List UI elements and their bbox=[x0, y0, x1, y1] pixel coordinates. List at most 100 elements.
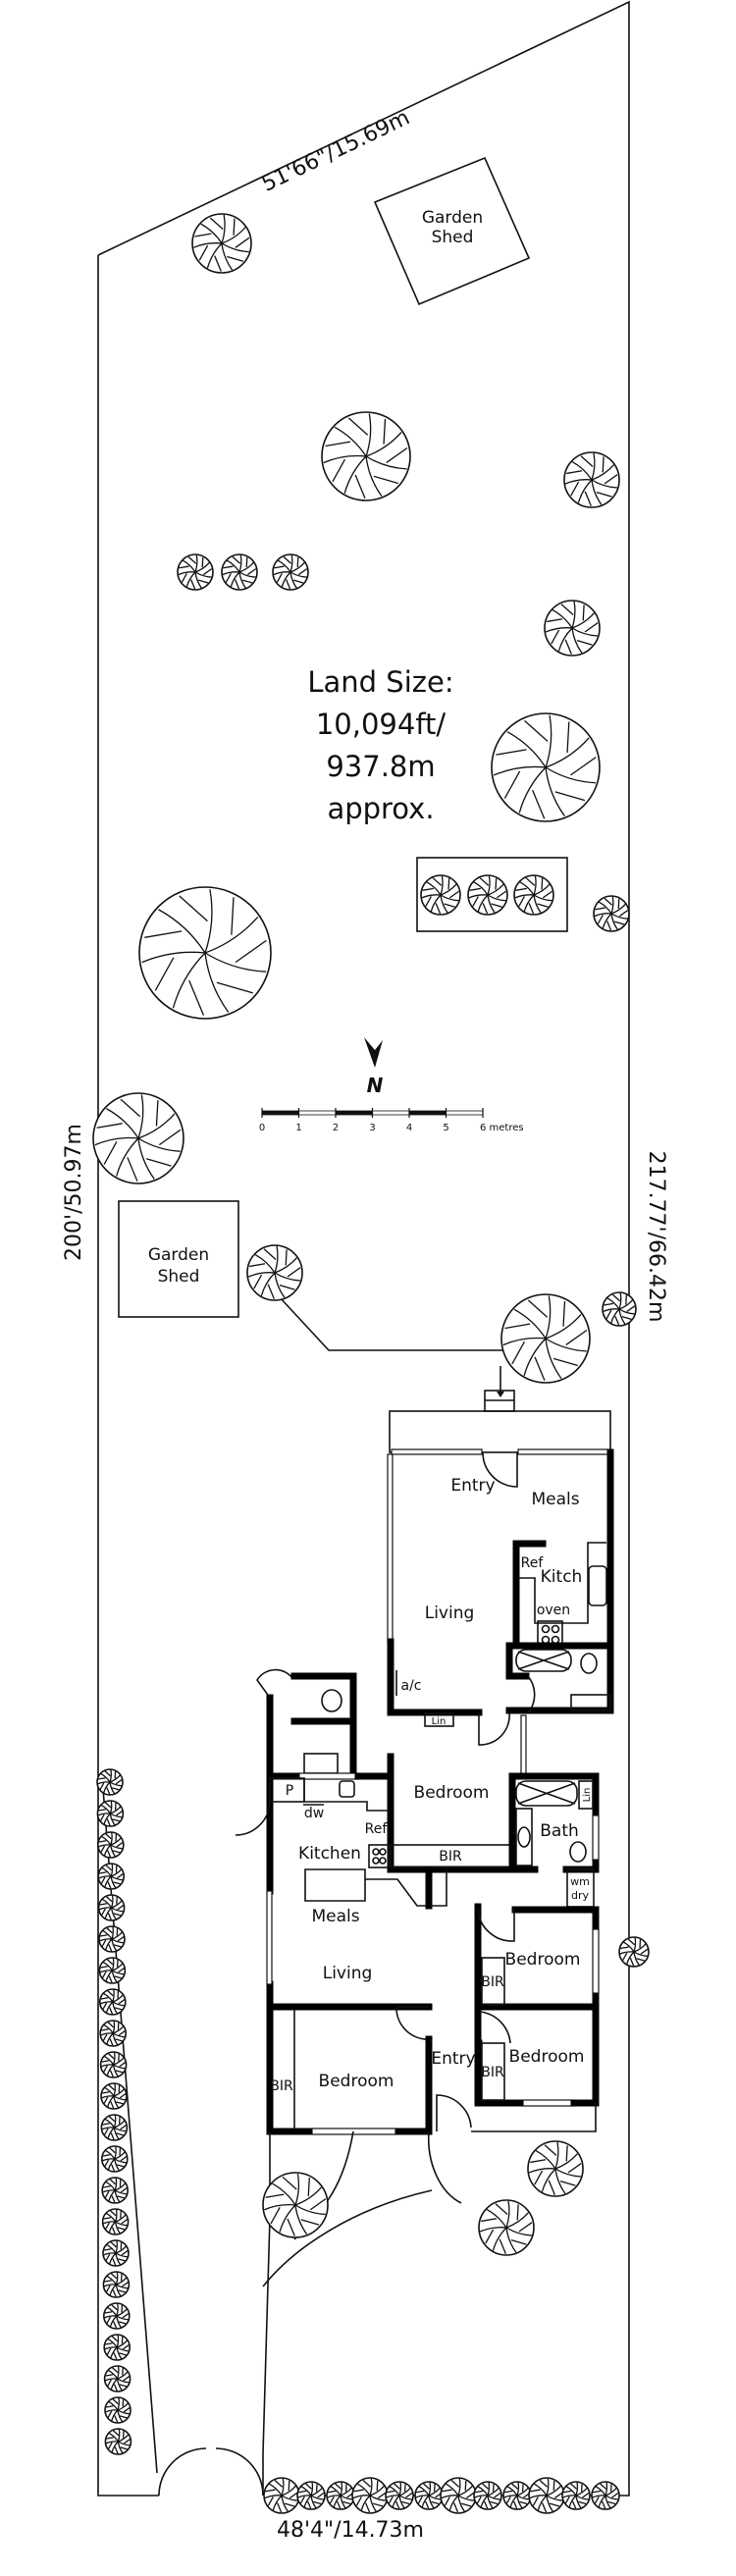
garden-shed-side-label-2: Shed bbox=[158, 1267, 200, 1287]
label-lin-rear: Lin bbox=[432, 1716, 447, 1727]
tree-icon bbox=[99, 1988, 127, 2016]
north-arrow-icon: N bbox=[364, 1037, 384, 1097]
room-label-bedroom-right-1: Bedroom bbox=[505, 1950, 581, 1970]
garden-bed bbox=[416, 857, 568, 932]
tree-icon bbox=[246, 1244, 303, 1301]
tree-icon bbox=[528, 2477, 565, 2514]
right-boundary-dimension: 217.77'/66.42m bbox=[644, 1151, 668, 1323]
tree-icon bbox=[97, 1863, 125, 1890]
trees bbox=[92, 213, 650, 2514]
tree-icon bbox=[618, 1936, 650, 1968]
north-label: N bbox=[367, 1074, 384, 1097]
room-label-bedroom-right-2: Bedroom bbox=[509, 2047, 585, 2067]
tree-icon bbox=[100, 2082, 128, 2110]
scale-tick-label: 1 bbox=[295, 1123, 301, 1133]
tree-icon bbox=[104, 2428, 132, 2455]
tree-icon bbox=[104, 2396, 131, 2424]
room-label-bath: Bath bbox=[540, 1821, 579, 1841]
scale-segment bbox=[408, 1110, 447, 1116]
garden-path bbox=[279, 1296, 530, 1351]
tree-icon bbox=[527, 2140, 584, 2197]
room-label-entry-rear: Entry bbox=[450, 1476, 495, 1496]
label-bir-center: BIR bbox=[439, 1849, 462, 1865]
room-label-meals-front: Meals bbox=[311, 1907, 359, 1926]
tree-icon bbox=[101, 2208, 130, 2235]
label-lin-front: Lin bbox=[582, 1788, 593, 1803]
garden-shed-rear-label: Garden bbox=[422, 208, 483, 228]
tree-icon bbox=[191, 213, 252, 274]
rear-steps bbox=[484, 1366, 515, 1412]
tree-icon bbox=[100, 2114, 129, 2141]
label-bir-front: BIR bbox=[270, 2078, 293, 2094]
tree-icon bbox=[593, 895, 630, 932]
room-label-meals-rear: Meals bbox=[531, 1490, 579, 1509]
tree-icon bbox=[262, 2172, 329, 2238]
label-dry: dry bbox=[571, 1889, 590, 1902]
label-ref-front: Ref bbox=[365, 1821, 389, 1837]
tree-icon bbox=[101, 2177, 129, 2204]
tree-icon bbox=[103, 2365, 131, 2392]
label-bir-right-2: BIR bbox=[481, 2065, 504, 2080]
tree-icon bbox=[491, 712, 601, 822]
garden-shed-side: Garden Shed bbox=[118, 1200, 239, 1318]
tree-icon bbox=[96, 1800, 125, 1827]
label-dishwasher: dw bbox=[304, 1806, 324, 1821]
tree-icon bbox=[473, 2481, 502, 2510]
garden-shed-rear-label-2: Shed bbox=[432, 228, 474, 247]
scale-tick-label: 4 bbox=[406, 1123, 412, 1133]
scale-segment bbox=[335, 1110, 373, 1116]
land-size-line-3: 937.8m bbox=[326, 750, 435, 783]
tree-icon bbox=[561, 2481, 591, 2510]
tree-icon bbox=[502, 2481, 532, 2510]
scale-tick-label: 2 bbox=[333, 1123, 339, 1133]
room-label-kitch: Kitch bbox=[541, 1567, 583, 1587]
tree-icon bbox=[272, 553, 309, 591]
front-unit-floorplan bbox=[235, 1668, 600, 2454]
land-size-note: Land Size: 10,094ft/ 937.8m approx. bbox=[307, 665, 453, 825]
label-wm: wm bbox=[570, 1875, 590, 1888]
scale-segment bbox=[446, 1110, 484, 1116]
room-label-oven: oven bbox=[537, 1603, 570, 1618]
tree-icon bbox=[500, 1293, 591, 1384]
scale-segment bbox=[298, 1110, 337, 1116]
rear-unit-floorplan bbox=[387, 1410, 614, 1775]
tree-icon bbox=[321, 411, 411, 501]
tree-icon bbox=[177, 553, 214, 591]
tree-icon bbox=[102, 2239, 130, 2267]
garden-shed-rear: Garden Shed bbox=[373, 156, 531, 306]
tree-icon bbox=[96, 1768, 124, 1796]
tree-icon bbox=[97, 1894, 126, 1921]
tree-icon bbox=[98, 1925, 126, 1953]
garden-shed-side-label: Garden bbox=[148, 1245, 209, 1265]
land-size-line-4: approx. bbox=[327, 792, 434, 825]
scale-tick-label: 3 bbox=[369, 1123, 375, 1133]
tree-icon bbox=[420, 874, 461, 916]
tree-icon bbox=[102, 2271, 131, 2298]
tree-icon bbox=[221, 553, 258, 591]
room-labels: Entry Meals Ref Kitch oven Living a/c Li… bbox=[270, 1476, 593, 2094]
room-label-ref-rear: Ref bbox=[521, 1555, 545, 1571]
room-label-kitchen: Kitchen bbox=[298, 1844, 361, 1864]
tree-icon bbox=[97, 1831, 125, 1859]
tree-icon bbox=[99, 2051, 128, 2078]
tree-icon bbox=[478, 2199, 535, 2256]
tree-icon bbox=[296, 2481, 326, 2510]
tree-icon bbox=[99, 2020, 127, 2047]
scale-tick-label: 5 bbox=[443, 1123, 448, 1133]
tree-icon bbox=[563, 451, 620, 508]
tree-icon bbox=[263, 2477, 300, 2514]
scale-tick-label: 6 metres bbox=[480, 1123, 524, 1133]
room-label-entry-front: Entry bbox=[431, 2049, 475, 2069]
tree-icon bbox=[103, 2334, 131, 2361]
land-size-line-2: 10,094ft/ bbox=[316, 708, 447, 741]
front-gate bbox=[158, 2447, 264, 2497]
tree-icon bbox=[440, 2477, 477, 2514]
label-bir-right-1: BIR bbox=[481, 1974, 504, 1990]
tree-icon bbox=[326, 2481, 355, 2510]
tree-icon bbox=[103, 2302, 131, 2330]
label-ac: a/c bbox=[401, 1678, 422, 1694]
tree-icon bbox=[467, 874, 508, 916]
room-label-living-front: Living bbox=[323, 1964, 373, 1983]
